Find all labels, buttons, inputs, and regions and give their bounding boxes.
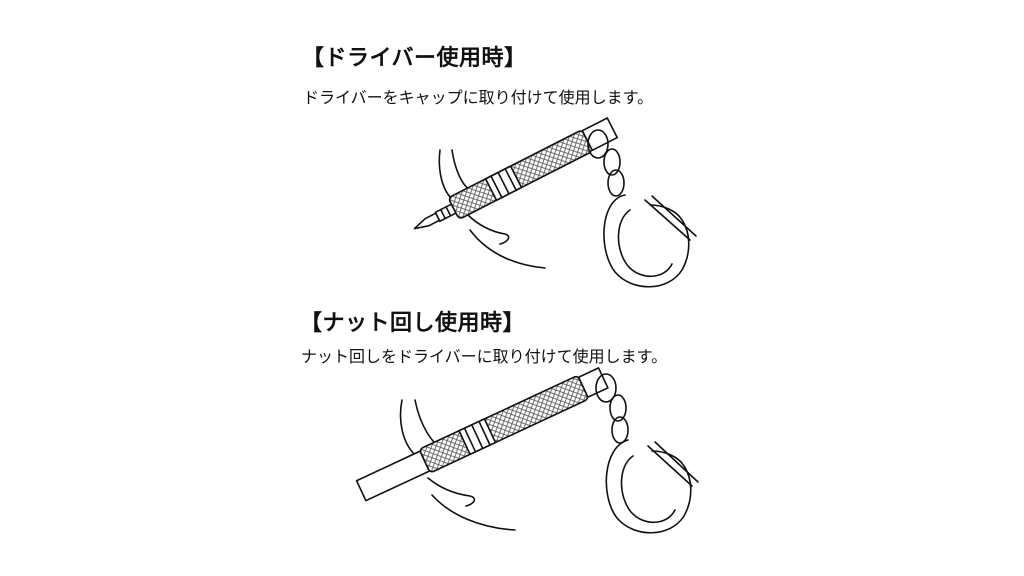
chain-icon [587, 129, 625, 197]
cap-icon [581, 117, 619, 152]
hand-lower-icon [427, 477, 516, 531]
nut-driver-illustration [355, 367, 699, 534]
driver-illustration [413, 117, 697, 288]
carabiner-icon [603, 194, 690, 288]
driver-usage-description: ドライバーをキャップに取り付けて使用します。 [303, 88, 654, 107]
nut-driver-usage-description: ナット回しをドライバーに取り付けて使用します。 [301, 347, 668, 366]
knurled-grip-icon [419, 375, 589, 473]
carabiner-icon [605, 439, 692, 534]
driver-usage-heading: 【ドライバー使用時】 [302, 46, 527, 71]
knurled-grip-icon [448, 130, 593, 219]
screwdriver-bit-icon [413, 212, 441, 230]
nut-driver-usage-heading: 【ナット回し使用時】 [300, 311, 526, 336]
hand-lower-icon [467, 214, 546, 269]
chain-icon [595, 373, 629, 444]
nut-driver-shaft-icon [355, 450, 431, 502]
